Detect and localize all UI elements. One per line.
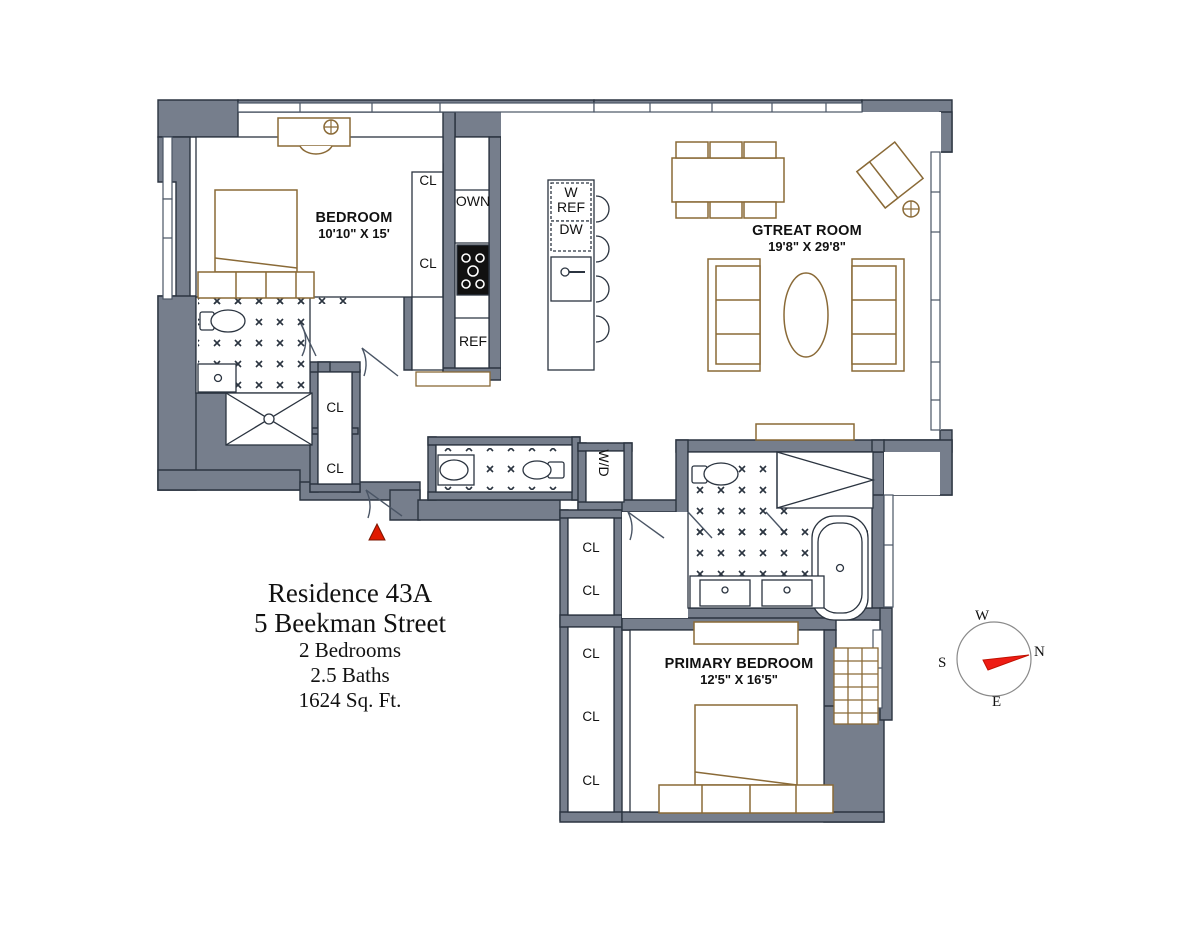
kitchen-fixtures — [415, 179, 610, 387]
closet-label-6: CL — [582, 583, 600, 598]
closet-label-4: CL — [326, 461, 344, 476]
title-area: 1624 Sq. Ft. — [298, 688, 402, 712]
appliance-label-dishwasher: DW — [559, 221, 583, 237]
title-address: 5 Beekman Street — [254, 608, 446, 638]
closet-label-2: CL — [419, 256, 437, 271]
room-label-primary-bedroom: PRIMARY BEDROOM — [664, 656, 814, 672]
compass-label-west: W — [975, 608, 990, 624]
compass-label-east: E — [992, 694, 1002, 710]
closet-label-1: CL — [419, 173, 437, 188]
appliance-label-refrigerator: REF — [459, 333, 487, 349]
room-dimensions-great-room: 19'8" X 29'8" — [768, 239, 846, 254]
compass-rose — [956, 621, 1032, 697]
appliance-label-wine-refrigerator: W REF — [557, 184, 585, 215]
room-dimensions-primary-bedroom: 12'5" X 16'5" — [700, 672, 778, 687]
entry-marker — [368, 522, 386, 541]
room-label-great-room: GTREAT ROOM — [752, 223, 862, 239]
appliance-label-oven: OWN — [455, 193, 491, 209]
closet-label-3: CL — [326, 400, 344, 415]
compass-label-south: S — [938, 655, 947, 671]
title-block: Residence 43A 5 Beekman Street 2 Bedroom… — [200, 578, 500, 713]
plumbing-fixtures — [197, 309, 876, 621]
closet-label-5: CL — [582, 540, 600, 555]
closet-label-7: CL — [582, 646, 600, 661]
furniture — [197, 117, 925, 814]
compass-label-north: N — [1034, 644, 1045, 660]
title-baths: 2.5 Baths — [310, 663, 390, 687]
room-label-bedroom: BEDROOM — [315, 210, 393, 226]
title-bedrooms: 2 Bedrooms — [298, 638, 402, 662]
appliance-label-washer-dryer: W/D — [596, 449, 612, 477]
closet-label-9: CL — [582, 773, 600, 788]
closet-label-8: CL — [582, 709, 600, 724]
room-dimensions-bedroom: 10'10" X 15' — [318, 226, 390, 241]
title-residence: Residence 43A — [267, 578, 433, 608]
